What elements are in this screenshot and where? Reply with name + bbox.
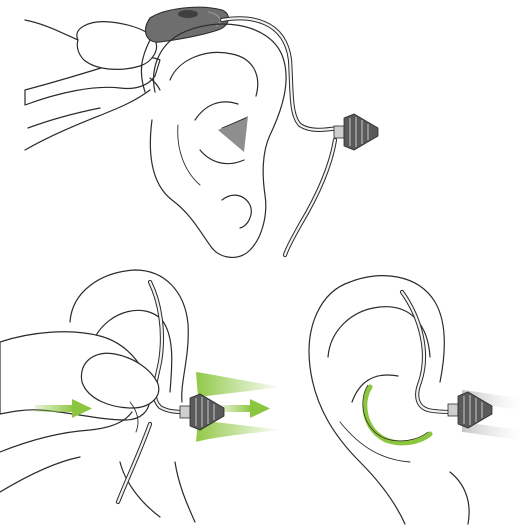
hand-holding-device <box>25 20 160 150</box>
ear-outline <box>150 24 286 257</box>
step-2-svg <box>0 262 290 527</box>
right-arrow-icon <box>250 399 270 418</box>
ear-canal-shadow <box>218 116 248 152</box>
step-3-svg <box>290 262 521 527</box>
sound-cone-icon <box>196 372 282 397</box>
step-1-svg <box>0 0 521 270</box>
ear-outline <box>309 276 469 524</box>
hearing-aid-tube <box>402 292 454 412</box>
dome-tip <box>334 114 378 150</box>
step-3-illustration <box>290 262 521 527</box>
step-1-illustration <box>0 0 521 270</box>
push-arrow-right <box>220 399 270 418</box>
step-2-illustration <box>0 262 290 527</box>
concha-lock-ring <box>365 387 430 443</box>
